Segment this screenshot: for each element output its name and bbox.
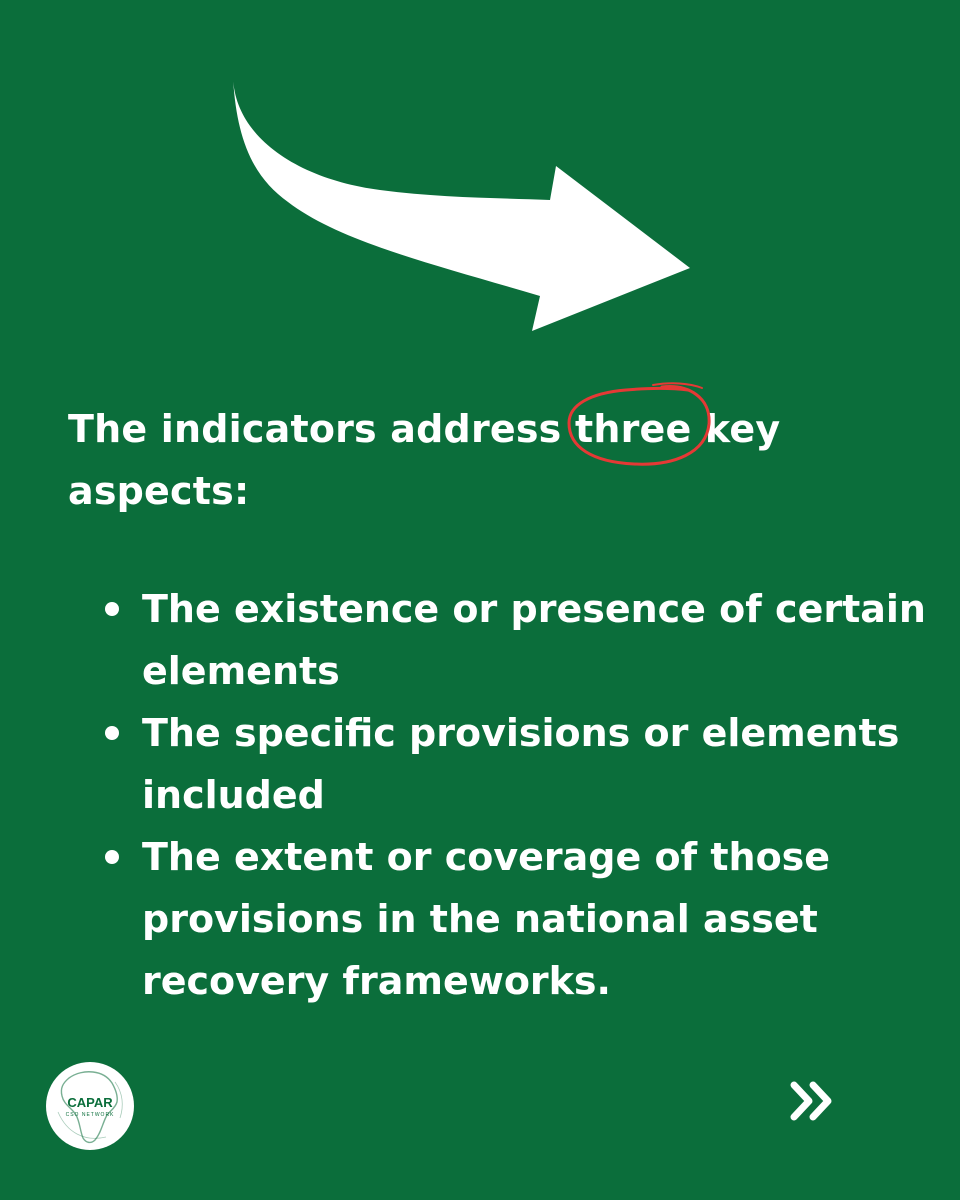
highlighted-word: three <box>567 382 711 466</box>
highlighted-word-text: three <box>574 407 692 451</box>
logo-title: CAPAR <box>67 1095 113 1110</box>
capar-logo: CAPAR CSO NETWORK <box>46 1062 134 1150</box>
intro-trail-text: key aspects: <box>68 407 781 513</box>
africa-map-icon <box>57 1071 123 1144</box>
bullet-text: The specific provisions or elements incl… <box>142 711 900 817</box>
bullet-text: The existence or presence of certain ele… <box>142 587 926 693</box>
curved-arrow-icon <box>233 78 690 331</box>
bullet-dot-icon <box>105 602 119 616</box>
bullet-item: The extent or coverage of those provisio… <box>100 826 930 1012</box>
double-chevron-right-icon[interactable] <box>787 1078 839 1124</box>
bullet-list: The existence or presence of certain ele… <box>100 578 930 1012</box>
bullet-item: The existence or presence of certain ele… <box>100 578 930 702</box>
intro-text: The indicators address three key aspects… <box>68 382 908 522</box>
bullet-item: The specific provisions or elements incl… <box>100 702 930 826</box>
bullet-dot-icon <box>105 726 119 740</box>
intro-lead-text: The indicators address <box>68 407 562 451</box>
bullet-dot-icon <box>105 850 119 864</box>
bullet-text: The extent or coverage of those provisio… <box>142 835 831 1003</box>
logo-subtitle: CSO NETWORK <box>65 1112 115 1118</box>
